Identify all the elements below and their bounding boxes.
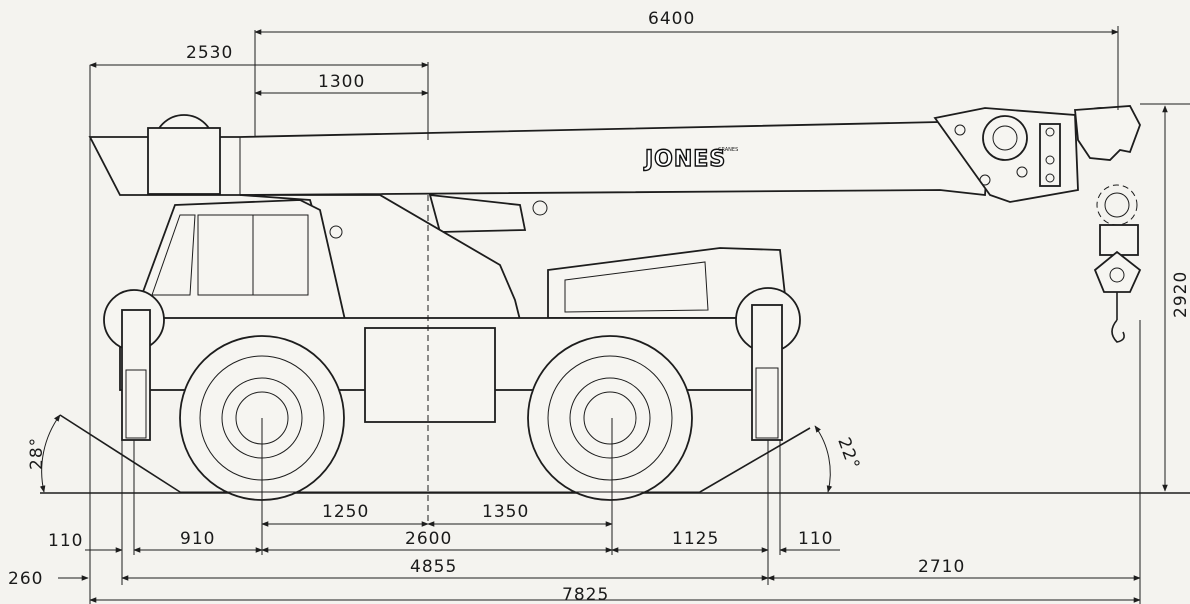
dim-1250: 1250 <box>322 502 369 522</box>
dim-4855: 4855 <box>410 557 457 577</box>
boom-head <box>933 105 1141 226</box>
dim-1350: 1350 <box>482 502 529 522</box>
angle-left: 28° <box>27 437 47 470</box>
extension-lines <box>39 26 1190 604</box>
dim-6400: 6400 <box>648 9 695 29</box>
dimension-lines <box>58 29 1168 603</box>
hook-block <box>1093 224 1142 343</box>
rear-wheel <box>527 335 693 501</box>
dim-260: 260 <box>8 569 43 589</box>
crane: JONES CRANES <box>88 105 1142 501</box>
counterweight-box <box>364 327 496 423</box>
brand-logo-subtext: CRANES <box>718 147 738 153</box>
dim-1300: 1300 <box>318 72 365 92</box>
dimension-labels: 6400 2530 1300 2920 1250 1350 110 910 26… <box>8 9 1190 604</box>
boom-base-pulley <box>147 114 221 195</box>
right-outrigger <box>735 287 801 441</box>
boom-cylinder <box>428 193 527 233</box>
cab <box>139 199 347 321</box>
brand-logo: JONES <box>643 147 726 172</box>
dim-910: 910 <box>180 529 215 549</box>
dim-2600: 2600 <box>405 529 452 549</box>
boom <box>88 121 991 196</box>
dim-1125: 1125 <box>672 529 719 549</box>
dim-2920: 2920 <box>1171 271 1190 318</box>
dim-110-right: 110 <box>798 529 833 549</box>
dim-110-left: 110 <box>48 531 83 551</box>
left-outrigger <box>103 289 165 441</box>
dim-2710: 2710 <box>918 557 965 577</box>
angle-right: 22° <box>833 435 863 473</box>
dim-2530: 2530 <box>186 43 233 63</box>
dim-7825: 7825 <box>562 585 609 604</box>
